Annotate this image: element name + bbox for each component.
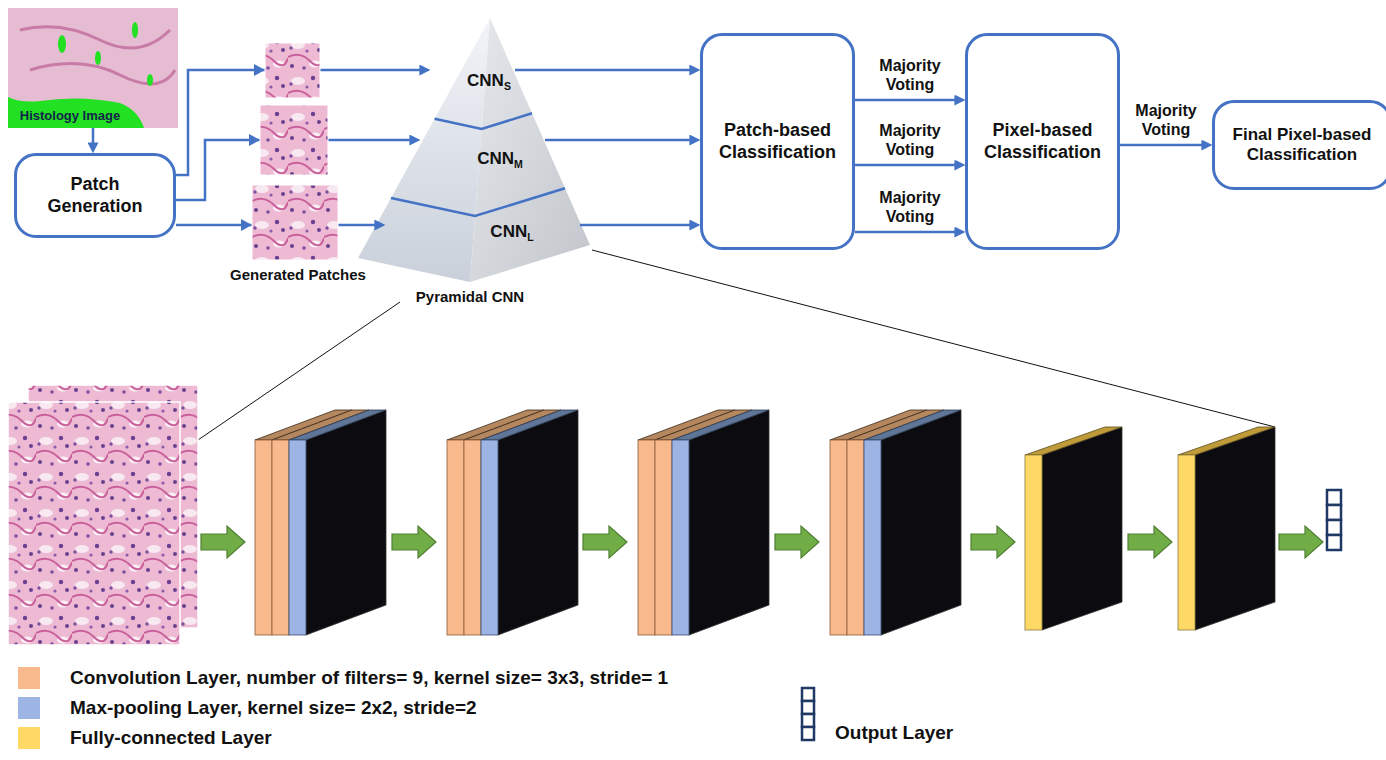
flow-arrow (1128, 526, 1172, 558)
process-box: Patch-based Classification (700, 33, 855, 250)
image-node: Histology Image (8, 8, 178, 128)
pyramid-level: CNNL (385, 200, 580, 255)
node-text: L (527, 231, 533, 243)
edge-label: Majority Voting (1122, 102, 1210, 140)
node-text: M (514, 158, 523, 170)
pyramid-divider (391, 188, 565, 216)
node-text: Histology Image (20, 108, 120, 123)
fc-layer (1178, 427, 1275, 630)
legend-output-sample (802, 688, 814, 740)
input-patch (8, 402, 180, 645)
legend-item: Output Layer (835, 722, 953, 744)
connector-arrow (580, 224, 696, 227)
text-group: CNNM (477, 149, 523, 170)
conv-block (638, 410, 769, 635)
legend-swatch (18, 727, 40, 749)
node-text: Final Pixel-based Classification (1220, 125, 1384, 166)
node-text: Patch-based Classification (713, 120, 842, 163)
image-patch (252, 185, 338, 260)
conv-block (255, 410, 386, 635)
process-box: Pixel-based Classification (965, 33, 1120, 250)
pyramid-node: Pyramidal CNNCNNSCNNMCNNL (355, 12, 595, 308)
conv-block (447, 410, 578, 635)
output-unit (802, 714, 814, 727)
node-text: Patch Generation (27, 174, 163, 217)
connector-arrow (1120, 144, 1208, 147)
output-unit (1327, 490, 1341, 505)
legend-item: Convolution Layer, number of filters= 9,… (18, 667, 668, 689)
legend-swatch (18, 667, 40, 689)
tissue-hole (147, 74, 153, 86)
connector-arrow (855, 99, 961, 102)
text-group: CNNL (490, 222, 533, 243)
arrow-head (249, 134, 260, 146)
legend-item: Fully-connected Layer (18, 727, 272, 749)
process-box: Patch Generation (14, 153, 176, 238)
output-unit (802, 727, 814, 740)
arrow-head (254, 64, 265, 76)
text-group: Histology Image (20, 108, 120, 124)
node-text: S (504, 80, 511, 92)
node-text: CNN (490, 222, 527, 241)
flow-arrow (775, 526, 819, 558)
tissue-hole (132, 22, 138, 38)
node-text: Pyramidal CNN (416, 288, 524, 305)
connector-arrow (855, 231, 961, 234)
tissue-hole (95, 51, 101, 65)
flow-arrow (392, 526, 436, 558)
edge-label: Majority Voting (864, 122, 956, 160)
caption-label: Generated Patches (230, 266, 366, 283)
image-patch (265, 43, 320, 98)
legend-text: Convolution Layer, number of filters= 9,… (70, 667, 668, 689)
legend-text: Max-pooling Layer, kernel size= 2x2, str… (70, 697, 477, 719)
histology-image (8, 8, 178, 128)
flow-arrow (583, 526, 627, 558)
process-box: Final Pixel-based Classification (1212, 100, 1386, 190)
tissue-section (8, 8, 178, 128)
zoom-line (592, 250, 1275, 427)
pyramid-level: CNNM (420, 125, 545, 185)
output-unit (802, 688, 814, 701)
legend-swatch (18, 697, 40, 719)
edge-label: Majority Voting (864, 57, 956, 95)
flow-arrow (201, 526, 245, 558)
output-unit (802, 701, 814, 714)
output-layer (1327, 490, 1341, 550)
legend-text: Output Layer (835, 722, 953, 744)
pyramid-level: CNNS (430, 55, 515, 100)
image-patch (260, 105, 328, 175)
arrow-head (241, 219, 252, 231)
pyramid (358, 18, 590, 282)
node-text: CNN (477, 149, 514, 168)
output-unit (1327, 505, 1341, 520)
connector-arrow (855, 164, 961, 167)
connector-arrow (92, 128, 95, 149)
conv-block (830, 410, 961, 635)
text-group: Pixel-based Classification (968, 36, 1117, 247)
text-group: CNNS (467, 71, 511, 92)
pyramid-face (470, 18, 590, 282)
node-text: CNN (467, 71, 504, 90)
node-text: Pixel-based Classification (978, 120, 1107, 163)
text-group: Final Pixel-based Classification (1215, 103, 1386, 187)
flow-arrow (971, 526, 1015, 558)
pyramid-face (358, 18, 490, 282)
legend-text: Fully-connected Layer (70, 727, 272, 749)
tissue-hole (58, 35, 66, 53)
text-group: Patch-based Classification (703, 36, 852, 247)
output-unit (1327, 535, 1341, 550)
text-group: Pyramidal CNN (416, 288, 524, 306)
output-unit (1327, 520, 1341, 535)
legend-item: Max-pooling Layer, kernel size= 2x2, str… (18, 697, 477, 719)
input-patches (8, 385, 198, 645)
connector-arrow (515, 69, 696, 72)
slide-background (8, 8, 178, 128)
connector-arrow (545, 139, 696, 142)
pyramid-divider (435, 113, 532, 129)
text-group: Patch Generation (17, 156, 173, 235)
fc-layer (1025, 427, 1122, 630)
flow-arrow (1279, 526, 1323, 558)
edge-label: Majority Voting (864, 189, 956, 227)
